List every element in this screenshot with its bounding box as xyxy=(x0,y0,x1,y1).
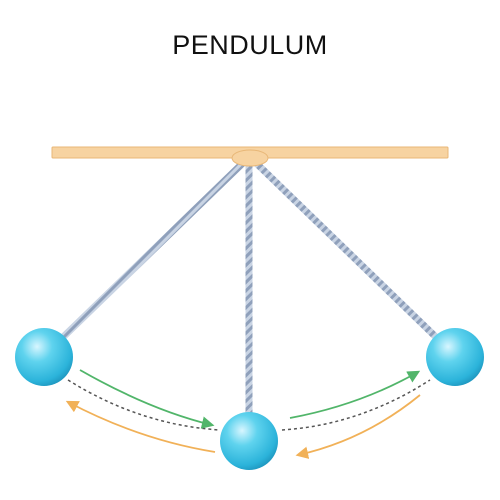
motion-arrow-green-right xyxy=(289,370,421,419)
rope-right xyxy=(249,156,445,346)
pivot xyxy=(231,149,269,167)
diagram-title: PENDULUM xyxy=(172,30,328,60)
bob-left xyxy=(15,328,73,386)
motion-arrow-orange-right xyxy=(295,394,421,459)
swing-path-left xyxy=(67,379,221,431)
bob-center xyxy=(220,412,278,470)
motion-arrow-green-left xyxy=(79,369,215,429)
swing-path-right xyxy=(281,379,431,431)
rope-left xyxy=(54,156,250,346)
motion-arrow-orange-left xyxy=(65,400,216,453)
bob-right xyxy=(426,328,484,386)
